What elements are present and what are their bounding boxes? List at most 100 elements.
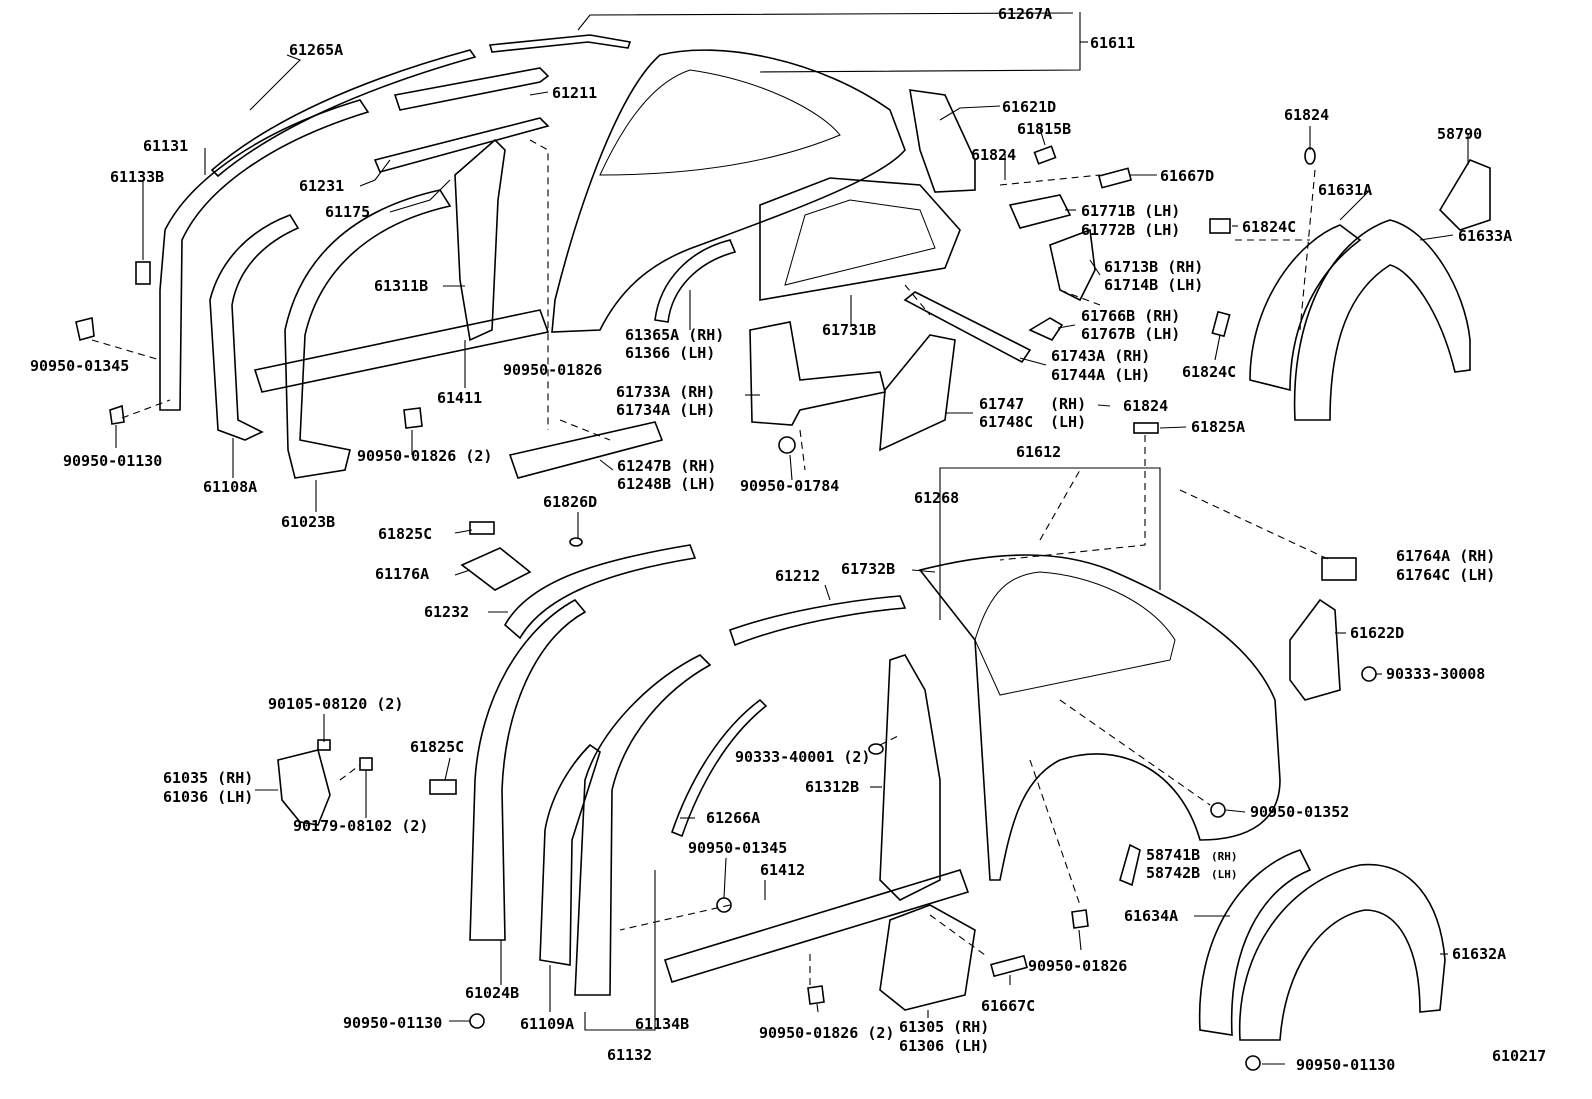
- label-58790: 58790: [1437, 125, 1482, 143]
- label-61748c-lh: (LH): [1050, 413, 1086, 431]
- clip-90333-30008: [1361, 666, 1377, 682]
- label-61633a: 61633A: [1458, 227, 1512, 245]
- label-61621d: 61621D: [1002, 98, 1056, 116]
- part-61634a: [1198, 849, 1312, 1036]
- part-61632a: [1238, 863, 1446, 1041]
- part-61825c-mid: [429, 779, 457, 795]
- label-58742b-lh: (LH): [1211, 868, 1238, 881]
- label-61824c-b: 61824C: [1182, 363, 1236, 381]
- part-61621d: [909, 89, 976, 193]
- part-61365a: [654, 239, 737, 323]
- label-90950-01130-b: 90950-01130: [343, 1014, 442, 1032]
- label-61815b: 61815B: [1017, 120, 1071, 138]
- part-61747: [879, 334, 956, 452]
- label-61133b: 61133B: [110, 168, 164, 186]
- label-61747: 61747: [979, 395, 1024, 413]
- label-61305: 61305 (RH): [899, 1018, 989, 1036]
- label-61612: 61612: [1016, 443, 1061, 461]
- part-61132: [574, 654, 712, 996]
- part-61731b-window: [784, 199, 936, 286]
- part-61766b: [1028, 317, 1064, 342]
- part-61023b: [284, 189, 452, 479]
- part-61211: [393, 67, 550, 111]
- part-61305: [879, 904, 976, 1011]
- label-61132: 61132: [607, 1046, 652, 1064]
- label-61366: 61366 (LH): [625, 344, 715, 362]
- label-90950-01345-a: 90950-01345: [30, 357, 129, 375]
- label-61747-rh: (RH): [1050, 395, 1086, 413]
- label-61232: 61232: [424, 603, 469, 621]
- label-61767b: 61767B (LH): [1081, 325, 1180, 343]
- part-61612-window: [974, 571, 1176, 696]
- part-61713b: [1049, 228, 1096, 302]
- label-61771b: 61771B (LH): [1081, 202, 1180, 220]
- clip-90950-01826-c: [1071, 909, 1089, 929]
- label-61713b: 61713B (RH): [1104, 258, 1203, 276]
- clip-90950-01784: [778, 436, 796, 454]
- part-61035: [277, 749, 331, 826]
- part-61815b: [1033, 145, 1057, 165]
- label-61611: 61611: [1090, 34, 1135, 52]
- clip-61133b: [135, 261, 151, 285]
- part-61131: [159, 99, 370, 411]
- clip-90950-01826-b: [807, 985, 825, 1005]
- label-90950-01130-c: 90950-01130: [1296, 1056, 1395, 1074]
- label-61734a: 61734A (LH): [616, 401, 715, 419]
- label-58742b: 58742B: [1146, 864, 1200, 882]
- label-61036: 61036 (LH): [163, 788, 253, 806]
- label-90950-01826-2-a: 90950-01826 (2): [357, 447, 492, 465]
- label-61108a: 61108A: [203, 478, 257, 496]
- label-61268: 61268: [914, 489, 959, 507]
- label-61176a: 61176A: [375, 565, 429, 583]
- part-61108a: [209, 214, 300, 441]
- label-61411: 61411: [437, 389, 482, 407]
- label-90950-01784: 90950-01784: [740, 477, 839, 495]
- part-61824c-a: [1209, 218, 1231, 234]
- label-61365a: 61365A (RH): [625, 326, 724, 344]
- part-61764a: [1321, 557, 1357, 581]
- part-61212: [728, 595, 907, 647]
- part-61824c-b: [1211, 310, 1231, 338]
- label-61311b: 61311B: [374, 277, 428, 295]
- label-61231: 61231: [299, 177, 344, 195]
- label-61766b: 61766B (RH): [1081, 307, 1180, 325]
- label-61412: 61412: [760, 861, 805, 879]
- clip-90950-01345: [75, 317, 95, 342]
- label-61211: 61211: [552, 84, 597, 102]
- label-61622d: 61622D: [1350, 624, 1404, 642]
- label-61744a: 61744A (LH): [1051, 366, 1150, 384]
- label-61266a: 61266A: [706, 809, 760, 827]
- part-61265a: [210, 49, 477, 178]
- label-61743a: 61743A (RH): [1051, 347, 1150, 365]
- label-90105-08120: 90105-08120 (2): [268, 695, 403, 713]
- label-61212: 61212: [775, 567, 820, 585]
- label-61267a: 61267A: [998, 5, 1052, 23]
- part-61266a: [670, 698, 768, 838]
- label-61134b: 61134B: [635, 1015, 689, 1033]
- label-61772b: 61772B (LH): [1081, 221, 1180, 239]
- label-61024b: 61024B: [465, 984, 519, 1002]
- part-61411: [253, 309, 550, 393]
- part-61412: [663, 869, 970, 983]
- label-58741b-rh: (RH): [1211, 850, 1238, 863]
- part-61743a: [903, 291, 1032, 364]
- label-61824-c: 61824: [1123, 397, 1168, 415]
- label-61632a: 61632A: [1452, 945, 1506, 963]
- label-61247b: 61247B (RH): [617, 457, 716, 475]
- part-61826d: [569, 537, 583, 547]
- clip-90950-01130-c: [1245, 1055, 1261, 1071]
- leader-lines: [115, 12, 1469, 1065]
- label-61634a: 61634A: [1124, 907, 1178, 925]
- label-58741b: 58741B: [1146, 846, 1200, 864]
- part-61631a: [1249, 224, 1362, 392]
- part-61231: [373, 117, 550, 173]
- quarter-window-opening: [599, 69, 841, 176]
- label-61731b: 61731B: [822, 321, 876, 339]
- label-61825c-a: 61825C: [378, 525, 432, 543]
- label-61035: 61035 (RH): [163, 769, 253, 787]
- part-61267a: [488, 34, 632, 53]
- part-58741b: [1119, 843, 1141, 887]
- label-61667c: 61667C: [981, 997, 1035, 1015]
